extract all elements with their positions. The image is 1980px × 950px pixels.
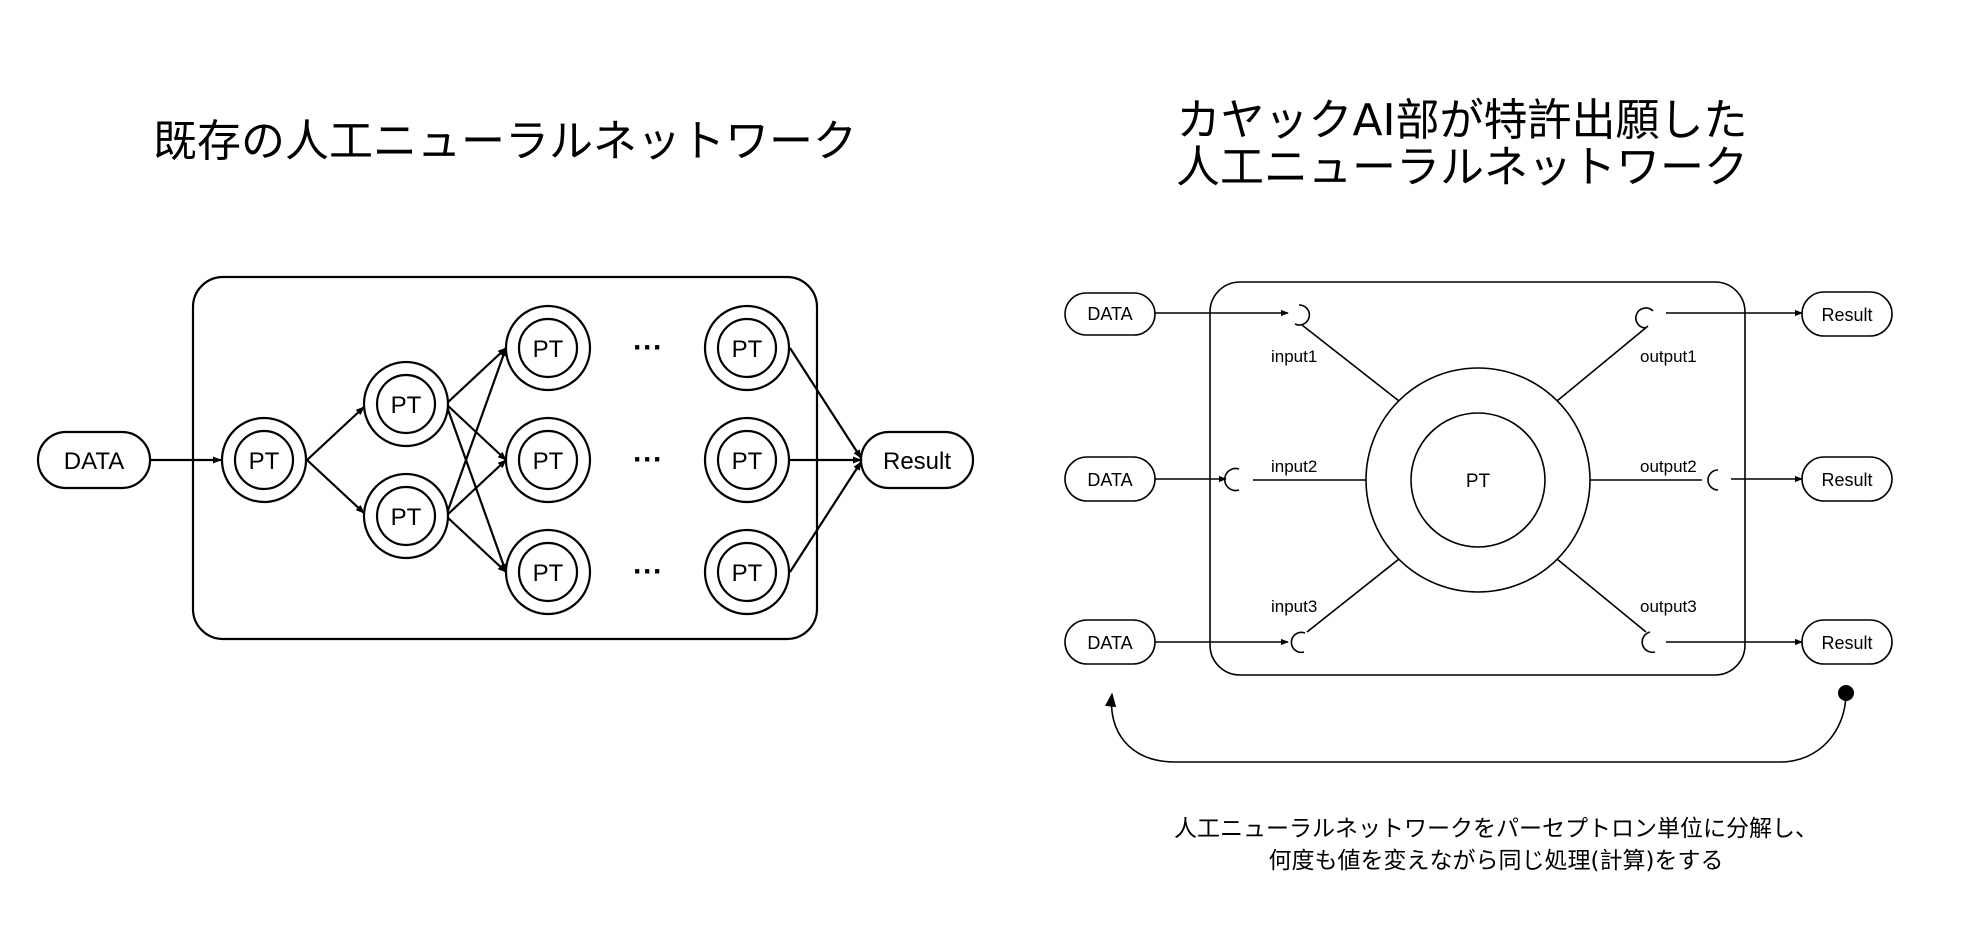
input2-label: input2 [1271,457,1317,476]
right-title-line2: 人工ニューラルネットワーク [1176,142,1748,193]
pt-node-label: PT [732,448,763,475]
io-arrows [1155,309,1803,646]
left-title: 既存の人工ニューラルネットワーク [153,116,857,167]
network-container [191,275,819,641]
perceptron-connections [1253,324,1702,633]
pt-node-label: PT [391,392,422,419]
pt-center-label: PT [1466,471,1491,492]
ellipsis: ··· [633,331,663,364]
pt-inner-circle [1410,412,1546,548]
output2-label: output2 [1640,457,1697,476]
result-output-label: Result [1821,633,1872,653]
data-input-label: DATA [1087,304,1132,324]
pt-node: PT [703,528,791,616]
data-input-node-1 [1064,292,1156,336]
pt-node: PT [504,304,592,392]
pt-node-label: PT [533,448,564,475]
pt-node-label: PT [732,336,763,363]
input1-label: input1 [1271,347,1317,366]
ellipsis: ··· [633,443,663,476]
pt-node-label: PT [391,504,422,531]
pt-node-label: PT [533,336,564,363]
pt-node: PT [703,304,791,392]
result-output-label: Result [1821,470,1872,490]
caption-line1: 人工ニューラルネットワークをパーセプトロン単位に分解し、 [1174,816,1818,842]
left-network-diagram: DATA Result PT PT [36,275,975,641]
data-input-label: DATA [1087,470,1132,490]
feedback-loop-arrow [1105,692,1847,763]
data-input-label: DATA [1087,633,1132,653]
result-output-label: Result [1821,305,1872,325]
output3-label: output3 [1640,597,1697,616]
data-input-label: DATA [64,448,124,475]
caption-line2: 何度も値を変えながら同じ処理(計算)をする [1269,848,1724,874]
network-edges [150,347,862,573]
output1-label: output1 [1640,347,1697,366]
pt-node-label: PT [732,560,763,587]
pt-node: PT [504,416,592,504]
pt-node: PT [362,360,450,448]
pt-node: PT [362,472,450,560]
right-title-line1: カヤックAI部が特許出願した [1176,95,1747,146]
right-network-diagram: PT input1 input2 input3 output1 output2 [1064,281,1893,763]
result-output-label: Result [883,448,951,475]
ellipsis: ··· [633,555,663,588]
pt-node-label: PT [249,448,280,475]
pt-node: PT [220,416,308,504]
output-sockets [1635,307,1719,654]
input3-label: input3 [1271,597,1317,616]
pt-node-label: PT [533,560,564,587]
pt-node: PT [703,416,791,504]
pt-node: PT [504,528,592,616]
